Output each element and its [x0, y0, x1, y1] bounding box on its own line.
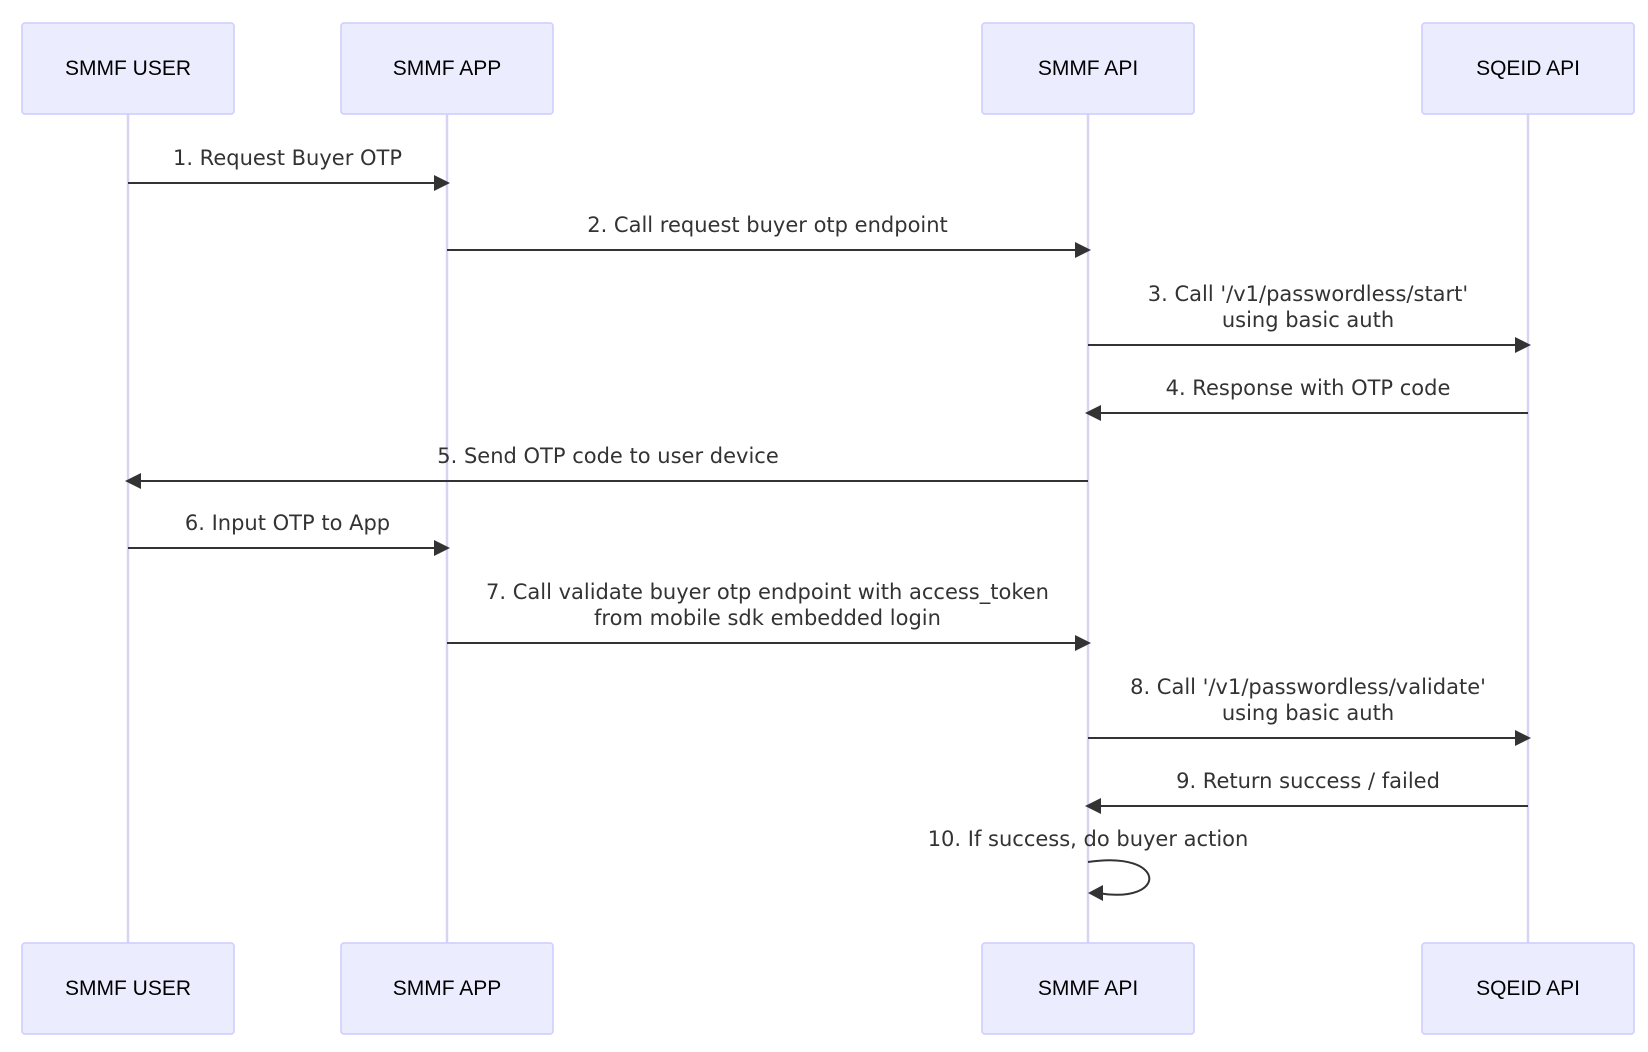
- message-label: 2. Call request buyer otp endpoint: [587, 213, 948, 237]
- actor-api-top: SMMF API: [981, 22, 1195, 115]
- message-3: 3. Call '/v1/passwordless/start'using ba…: [1088, 282, 1531, 353]
- actor-label: SQEID API: [1476, 57, 1580, 80]
- message-label: using basic auth: [1222, 701, 1394, 725]
- arrowhead-icon: [1515, 730, 1531, 746]
- actor-api-bottom: SMMF API: [981, 942, 1195, 1035]
- actor-user-top: SMMF USER: [21, 22, 235, 115]
- actor-app-top: SMMF APP: [340, 22, 554, 115]
- message-6: 6. Input OTP to App: [128, 511, 450, 556]
- message-label: 4. Response with OTP code: [1166, 376, 1451, 400]
- actor-box: [340, 942, 554, 1035]
- actor-box: [981, 942, 1195, 1035]
- message-label: from mobile sdk embedded login: [594, 606, 941, 630]
- actor-sqeid-top: SQEID API: [1421, 22, 1635, 115]
- actor-label: SMMF API: [1038, 57, 1138, 80]
- actor-box: [1421, 22, 1635, 115]
- messages: 1. Request Buyer OTP 2. Call request buye…: [125, 146, 1531, 901]
- message-label: using basic auth: [1222, 308, 1394, 332]
- arrowhead-icon: [434, 175, 450, 191]
- actor-label: SQEID API: [1476, 977, 1580, 1000]
- message-2: 2. Call request buyer otp endpoint: [447, 213, 1091, 258]
- message-9: 9. Return success / failed: [1085, 769, 1528, 814]
- actor-box: [1421, 942, 1635, 1035]
- actor-box: [21, 22, 235, 115]
- arrowhead-icon: [1075, 242, 1091, 258]
- actor-label: SMMF API: [1038, 977, 1138, 1000]
- actor-box: [21, 942, 235, 1035]
- arrowhead-icon: [1088, 885, 1103, 901]
- actors-top: SMMF USER SMMF APP SMMF API SQEID API: [21, 22, 1635, 115]
- arrowhead-icon: [1515, 337, 1531, 353]
- message-label: 7. Call validate buyer otp endpoint with…: [486, 580, 1049, 605]
- message-label: 3. Call '/v1/passwordless/start': [1148, 282, 1468, 306]
- lifelines: [126, 114, 1530, 943]
- message-5: 5. Send OTP code to user device: [125, 444, 1088, 489]
- message-7: 7. Call validate buyer otp endpoint with…: [447, 580, 1091, 651]
- message-10: 10. If success, do buyer action: [928, 827, 1249, 901]
- message-4: 4. Response with OTP code: [1085, 376, 1528, 421]
- message-label: 8. Call '/v1/passwordless/validate': [1130, 675, 1486, 699]
- message-1: 1. Request Buyer OTP: [128, 146, 450, 191]
- actor-label: SMMF USER: [65, 57, 191, 80]
- actor-label: SMMF APP: [393, 977, 502, 1000]
- actor-box: [340, 22, 554, 115]
- arrowhead-icon: [434, 540, 450, 556]
- arrowhead-icon: [1075, 635, 1091, 651]
- arrowhead-icon: [125, 473, 141, 489]
- message-label: 5. Send OTP code to user device: [437, 444, 779, 468]
- arrowhead-icon: [1085, 798, 1101, 814]
- message-label: 6. Input OTP to App: [185, 511, 390, 535]
- message-label: 10. If success, do buyer action: [928, 827, 1249, 851]
- message-label: 9. Return success / failed: [1176, 769, 1440, 793]
- actor-label: SMMF APP: [393, 57, 502, 80]
- actors-bottom: SMMF USER SMMF APP SMMF API SQEID API: [21, 942, 1635, 1035]
- actor-user-bottom: SMMF USER: [21, 942, 235, 1035]
- message-label: 1. Request Buyer OTP: [173, 146, 402, 170]
- message-arrow-line: [1087, 859, 1151, 896]
- actor-sqeid-bottom: SQEID API: [1421, 942, 1635, 1035]
- actor-label: SMMF USER: [65, 977, 191, 1000]
- arrowhead-icon: [1085, 405, 1101, 421]
- actor-box: [981, 22, 1195, 115]
- actor-app-bottom: SMMF APP: [340, 942, 554, 1035]
- message-8: 8. Call '/v1/passwordless/validate'using…: [1088, 675, 1531, 746]
